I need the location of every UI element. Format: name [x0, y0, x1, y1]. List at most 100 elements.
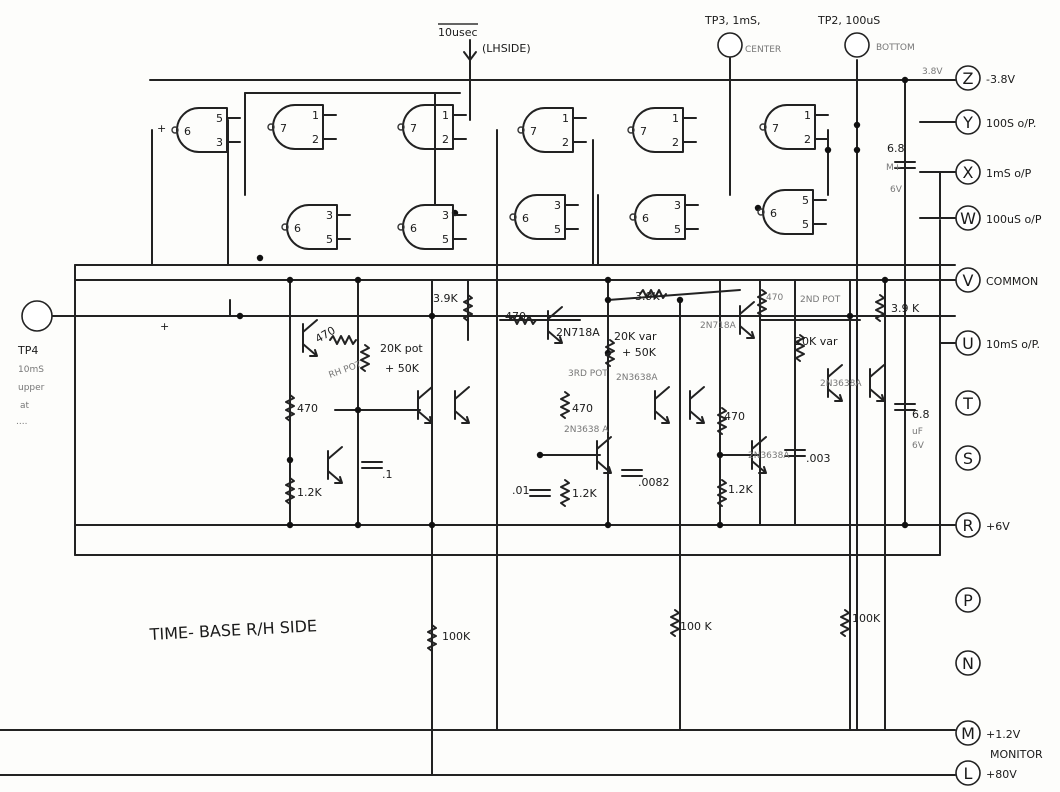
tp3-note: CENTER: [745, 45, 781, 55]
connector-pin[interactable]: [955, 720, 981, 746]
tp2-test-point: [844, 32, 870, 58]
resistor-label: 1.2K: [572, 487, 597, 500]
resistor: [757, 289, 767, 317]
gate-output-pin: 2: [804, 133, 811, 146]
connector-label: 1mS o/P: [986, 167, 1032, 180]
gate-output-pin: 2: [442, 133, 449, 146]
capacitor-label: M+: [886, 163, 901, 173]
junction-dot: [716, 451, 724, 459]
tp3-label: TP3, 1mS,: [704, 14, 761, 27]
connector-t[interactable]: T: [955, 390, 981, 416]
tp4-note: ....: [16, 417, 27, 427]
connector-pin[interactable]: [955, 587, 981, 613]
connector-letter: L: [964, 764, 973, 783]
transistor-emitter: [751, 460, 767, 474]
gate-output-pin: 3: [216, 136, 223, 149]
resistor: [360, 344, 370, 372]
resistor-label: 470: [724, 410, 745, 423]
pot-label: + 50K: [622, 346, 657, 359]
resistor: [717, 407, 727, 435]
transistor-emitter: [417, 410, 433, 424]
connector-p[interactable]: P: [955, 587, 981, 613]
transistor-emitter: [302, 343, 318, 357]
connector-n[interactable]: N: [955, 650, 981, 676]
connector-pin[interactable]: [955, 650, 981, 676]
inverter-bubble: [627, 126, 635, 134]
transistor-label: 2N718A: [700, 321, 737, 331]
transistor-collector: [827, 364, 843, 378]
connector-pin[interactable]: [955, 109, 981, 135]
resistor-label: 1.2K: [297, 486, 322, 499]
gate-output-pin: 1: [562, 112, 569, 125]
gate-input-pin: 6: [522, 212, 529, 225]
connector-label: +80V: [986, 768, 1017, 781]
junction-dot: [853, 146, 861, 154]
inverter-bubble: [397, 223, 405, 231]
connector-label: -3.8V: [986, 73, 1015, 86]
connector-pin[interactable]: [955, 267, 981, 293]
junction-dot: [256, 254, 264, 262]
connector-label: COMMON: [986, 275, 1038, 288]
connector-label: +1.2V: [986, 728, 1021, 741]
gate-output-pin: 3: [554, 199, 561, 212]
junction-dot: [676, 296, 684, 304]
connector-pin[interactable]: [955, 760, 981, 786]
connector-pin[interactable]: [955, 445, 981, 471]
transistor-emitter: [547, 330, 563, 344]
inverter-bubble: [267, 123, 275, 131]
tp4-test-point[interactable]: [21, 300, 53, 332]
gate-output-pin: 1: [442, 109, 449, 122]
resistor: [670, 609, 680, 637]
page-title: TIME- BASE R/H SIDE: [148, 616, 317, 644]
tp4-label: TP4: [17, 344, 38, 357]
resistor-label: 470: [313, 324, 338, 346]
gate-output-pin: 5: [326, 233, 333, 246]
connector-letter: P: [963, 591, 973, 610]
junction-dot: [428, 312, 436, 320]
tp4-note: upper: [18, 383, 45, 393]
gate-output-pin: 5: [802, 194, 809, 207]
gate-output-pin: 3: [326, 209, 333, 222]
connector-pin[interactable]: [955, 330, 981, 356]
junction-dot: [286, 456, 294, 464]
connector-m[interactable]: M+1.2V: [955, 720, 1021, 746]
connector-s[interactable]: S: [955, 445, 981, 471]
tp3-test-point: [717, 32, 743, 58]
junction-dot: [824, 146, 832, 154]
gate-input-pin: 7: [640, 125, 647, 138]
junction-dot: [846, 312, 854, 320]
junction-dot: [853, 121, 861, 129]
connector-l[interactable]: L +80V: [955, 760, 1017, 786]
capacitor-label: 6.8: [887, 142, 905, 155]
resistor-label: 3.9K: [635, 290, 660, 303]
pot-label: 20K var: [795, 335, 838, 348]
resistor-label: 100 K: [680, 620, 712, 633]
resistor-label: 100K: [852, 612, 881, 625]
inverter-bubble: [517, 126, 525, 134]
pot-label: 20K var: [614, 330, 657, 343]
resistor: [427, 624, 437, 652]
connector-pin[interactable]: [955, 65, 981, 91]
rail-voltage-label: 3.8V: [922, 67, 943, 77]
input-side-label: (LHSIDE): [482, 42, 531, 55]
connector-z[interactable]: Z-3.8V: [955, 65, 1015, 91]
gate-output-pin: 2: [312, 133, 319, 146]
capacitor-label: .1: [382, 468, 393, 481]
connector-pin[interactable]: [955, 512, 981, 538]
connector-pin[interactable]: [955, 390, 981, 416]
input-arrow-icon: [463, 51, 477, 61]
connector-r[interactable]: R+6V: [955, 512, 1010, 538]
tp2-note: BOTTOM: [876, 43, 915, 53]
gate-output-pin: 5: [674, 223, 681, 236]
connector-pin[interactable]: [955, 159, 981, 185]
transistor-collector: [454, 386, 470, 400]
junction-dot: [286, 521, 294, 529]
transistor-collector: [596, 436, 612, 450]
connector-pin[interactable]: [955, 205, 981, 231]
